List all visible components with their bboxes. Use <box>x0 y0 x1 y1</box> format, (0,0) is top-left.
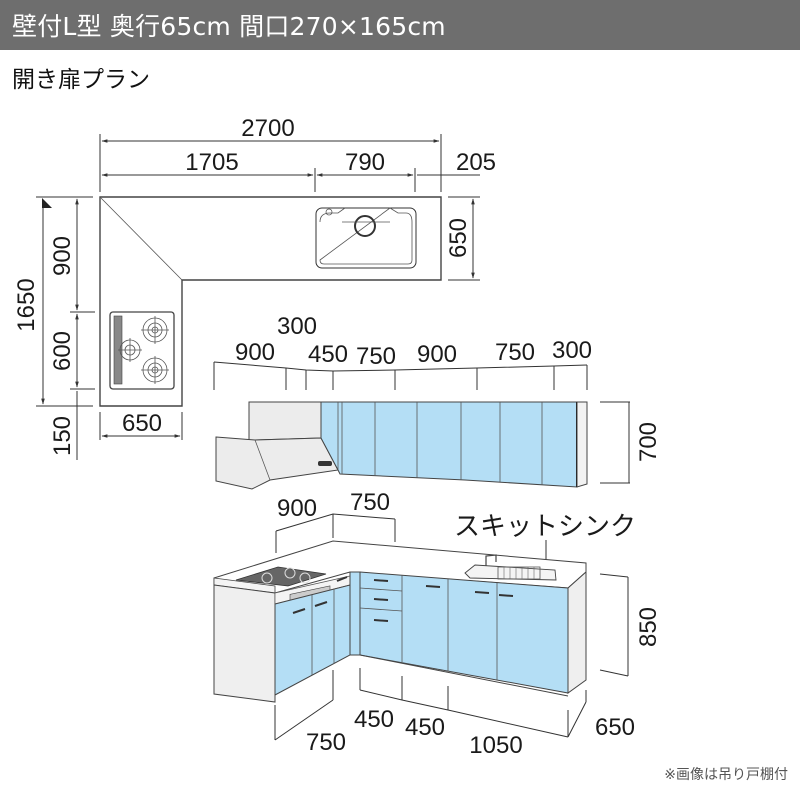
header-bar: 壁付L型 奥行65cm 間口270×165cm <box>0 0 800 50</box>
dim-wall-900: 900 <box>235 339 275 366</box>
dim-base-750-bottom: 750 <box>306 729 346 756</box>
dim-150-left: 150 <box>49 416 76 456</box>
dim-650-bottom: 650 <box>122 410 162 437</box>
dim-wall-900b: 900 <box>417 341 457 368</box>
base-cabinets: 900 750 スキットシンク <box>213 489 662 759</box>
plan-view: 2700 1705 790 205 650 <box>13 115 496 460</box>
dim-205: 205 <box>456 149 496 176</box>
dim-1705: 1705 <box>185 149 238 176</box>
dim-wall-450: 450 <box>308 341 348 368</box>
plan-subtitle: 開き扉プラン <box>12 67 150 93</box>
wall-cabinets: 300 900 450 750 900 750 300 <box>213 313 662 490</box>
dim-wall-750: 750 <box>356 343 396 370</box>
dim-base-450b: 450 <box>405 714 445 741</box>
dim-300-top: 300 <box>277 313 317 340</box>
dim-base-650: 650 <box>595 714 635 741</box>
dim-1650: 1650 <box>13 278 40 331</box>
dim-wall-750b: 750 <box>495 339 535 366</box>
page-title: 壁付L型 奥行65cm 間口270×165cm <box>12 12 446 41</box>
dim-wall-300: 300 <box>552 337 592 364</box>
dim-base-750: 750 <box>350 489 390 516</box>
dim-900-left: 900 <box>49 236 76 276</box>
dim-2700: 2700 <box>241 115 294 142</box>
dim-700: 700 <box>635 422 662 462</box>
dim-850: 850 <box>635 607 662 647</box>
dim-790: 790 <box>345 149 385 176</box>
sink-label: スキットシンク <box>454 511 636 541</box>
dim-600-left: 600 <box>49 331 76 371</box>
image-note: ※画像は吊り戸棚付 <box>664 767 788 783</box>
cooktop-icon <box>109 311 175 390</box>
dim-base-900: 900 <box>277 495 317 522</box>
dim-base-450a: 450 <box>354 706 394 733</box>
dim-650-right: 650 <box>445 218 472 258</box>
dim-base-1050: 1050 <box>469 732 522 759</box>
sink-icon <box>315 207 417 269</box>
